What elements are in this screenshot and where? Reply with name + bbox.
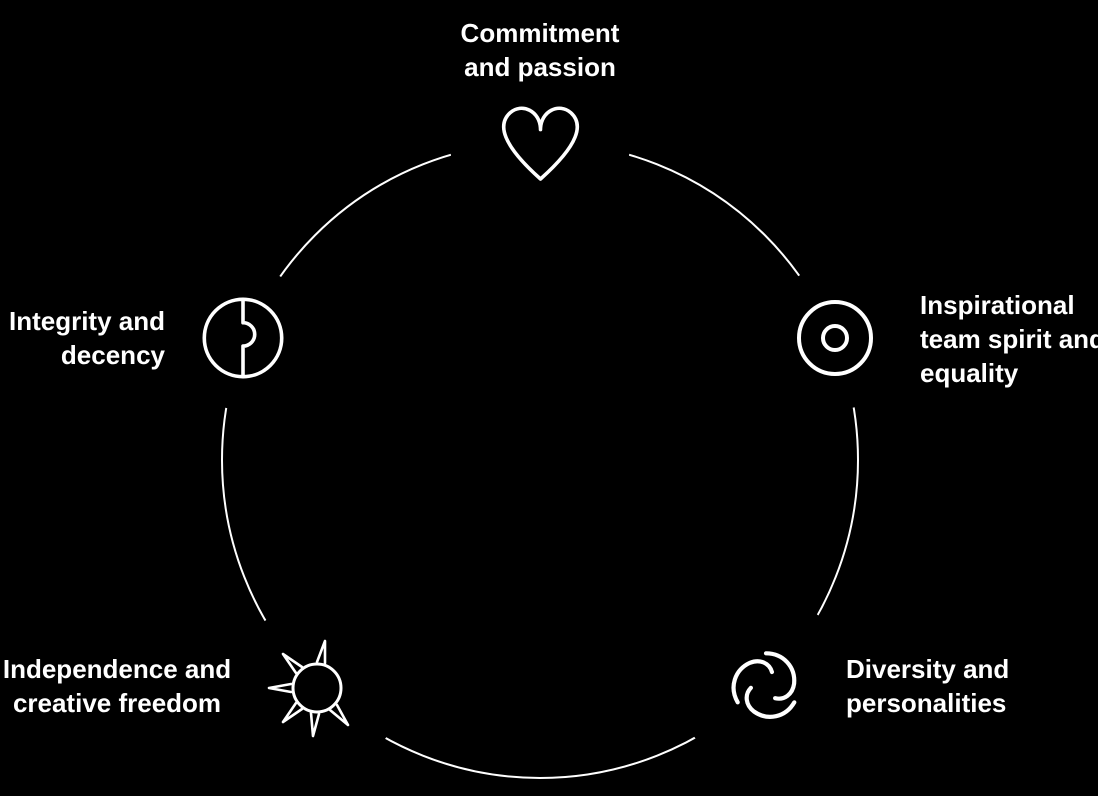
arc-gap-left [171,266,315,410]
ring-icon [797,300,873,376]
label-commitment-and-passion: Commitment and passion [460,18,620,82]
arc-gap-bottom-left [232,603,402,773]
arc-gap-right [763,266,907,410]
heart-icon [501,106,580,181]
arc-gap-top [450,53,630,233]
label-diversity-and-personalities: Diversity and personalities [846,654,1010,718]
arc-gap-bottom-right [678,598,854,774]
label-inspirational-team-spirit: Inspirational team spirit and equality [920,290,1098,388]
puzzle-circle-icon [202,297,284,379]
label-independence-and-creative-freedom: Independence and creative freedom [2,654,232,718]
label-integrity-and-decency: Integrity and decency [8,306,165,370]
sun-icon [267,639,350,738]
spiral-icon [731,651,797,719]
